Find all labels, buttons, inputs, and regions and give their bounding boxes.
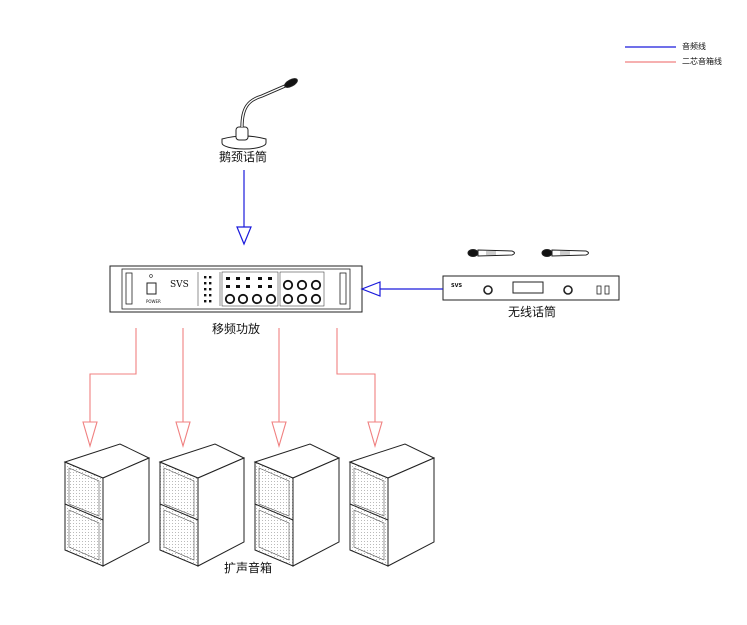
speaker-cabinet-icon [348, 443, 436, 567]
speaker-cabinet-icon [158, 443, 246, 567]
gooseneck-mic-label: 鹅颈话筒 [219, 150, 268, 164]
handheld-mic-icon [467, 249, 515, 257]
handheld-mic-icon [541, 249, 589, 257]
speaker-cabinet-icon [63, 443, 151, 567]
audio-line-receiver-to-amp [360, 281, 443, 297]
speaker-line-3 [271, 328, 287, 448]
audio-line-mic-to-amp [236, 170, 252, 246]
amp-leds [204, 276, 212, 303]
legend-audio-label: 音频线 [682, 42, 706, 51]
amp-switches [226, 277, 272, 288]
speaker-cabinet-icon [253, 443, 341, 567]
amp-brand: SVS [170, 280, 189, 290]
speaker-line-2 [175, 328, 191, 448]
speaker-line-1 [82, 328, 137, 448]
amp-knobs [224, 279, 322, 305]
amp-power-label: POWER [146, 299, 161, 304]
wireless-receiver-unit [442, 275, 620, 301]
wireless-mic-label: 无线话筒 [508, 305, 557, 319]
speaker-line-4 [336, 328, 383, 448]
amplifier-label: 移频功放 [212, 322, 261, 336]
gooseneck-mic-icon [221, 78, 298, 150]
speakers-group [63, 443, 436, 567]
speakers-label: 扩声音箱 [224, 561, 273, 575]
amplifier-unit [109, 265, 363, 313]
legend [625, 46, 676, 63]
receiver-brand: SVS [451, 283, 462, 289]
legend-speaker-label: 二芯音箱线 [682, 57, 722, 66]
